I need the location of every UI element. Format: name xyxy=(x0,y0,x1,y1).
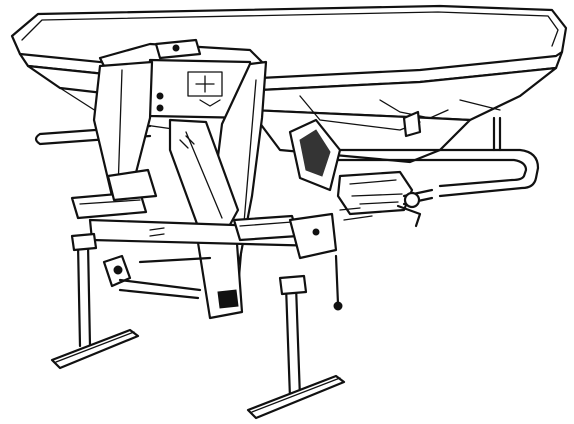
mast-right-leg-edge xyxy=(237,79,257,295)
frame-rear-post xyxy=(492,116,502,152)
left-hitch-block xyxy=(106,168,158,202)
hopper-funnel xyxy=(248,108,472,164)
rear-support-post xyxy=(334,254,340,306)
stand-left-post xyxy=(76,242,92,348)
right-gusset-hole xyxy=(312,228,320,236)
hopper xyxy=(10,4,568,164)
lower-link-left xyxy=(118,278,202,300)
stand-left-clamp xyxy=(70,232,98,252)
hopper-side-bracket xyxy=(402,110,422,138)
mast-left-leg-edge xyxy=(117,69,123,191)
shaft-coupler xyxy=(403,191,421,209)
stand-right-post xyxy=(284,284,302,400)
stand-right-foot-top xyxy=(251,377,341,413)
deflector-plate-dark xyxy=(299,129,331,177)
linkage-arm xyxy=(396,204,422,228)
crank-hub xyxy=(113,265,123,275)
rear-support-foot xyxy=(333,301,343,311)
hopper-crease-3 xyxy=(459,99,501,111)
mast-window xyxy=(187,71,223,97)
parking-stand-left xyxy=(50,232,140,370)
mast-cross-brace-detail xyxy=(185,131,223,219)
frame-tube-right-outer xyxy=(328,148,540,198)
mast-bolt-2 xyxy=(156,104,164,112)
hopper-rim-top xyxy=(10,4,568,80)
lower-link-right xyxy=(138,256,212,264)
lower-hitch xyxy=(70,168,338,300)
stand-left-foot xyxy=(50,328,140,370)
rear-support-pin xyxy=(333,254,343,311)
right-lower-bracket xyxy=(232,214,300,242)
mast-bolt-1 xyxy=(156,92,164,100)
stand-right-clamp xyxy=(278,274,308,296)
hitch-mast xyxy=(92,38,268,320)
mast-lower-column-dark xyxy=(217,289,239,309)
frame-tube-right-inner xyxy=(328,158,528,188)
right-lower-bracket-top xyxy=(239,221,293,227)
left-lower-bracket-top xyxy=(79,199,141,205)
hopper-rim-inner xyxy=(21,11,559,47)
gearbox xyxy=(336,170,414,216)
gearbox-detail xyxy=(349,179,403,205)
stand-right-foot xyxy=(246,374,346,420)
top-pin-hole xyxy=(172,44,180,52)
parking-stand-right xyxy=(246,274,346,420)
spreader-mechanism xyxy=(288,118,434,228)
detail-hatching xyxy=(149,99,373,237)
stand-left-foot-top xyxy=(55,331,135,363)
right-gusset xyxy=(288,212,338,260)
mast-window-cross xyxy=(195,75,215,93)
